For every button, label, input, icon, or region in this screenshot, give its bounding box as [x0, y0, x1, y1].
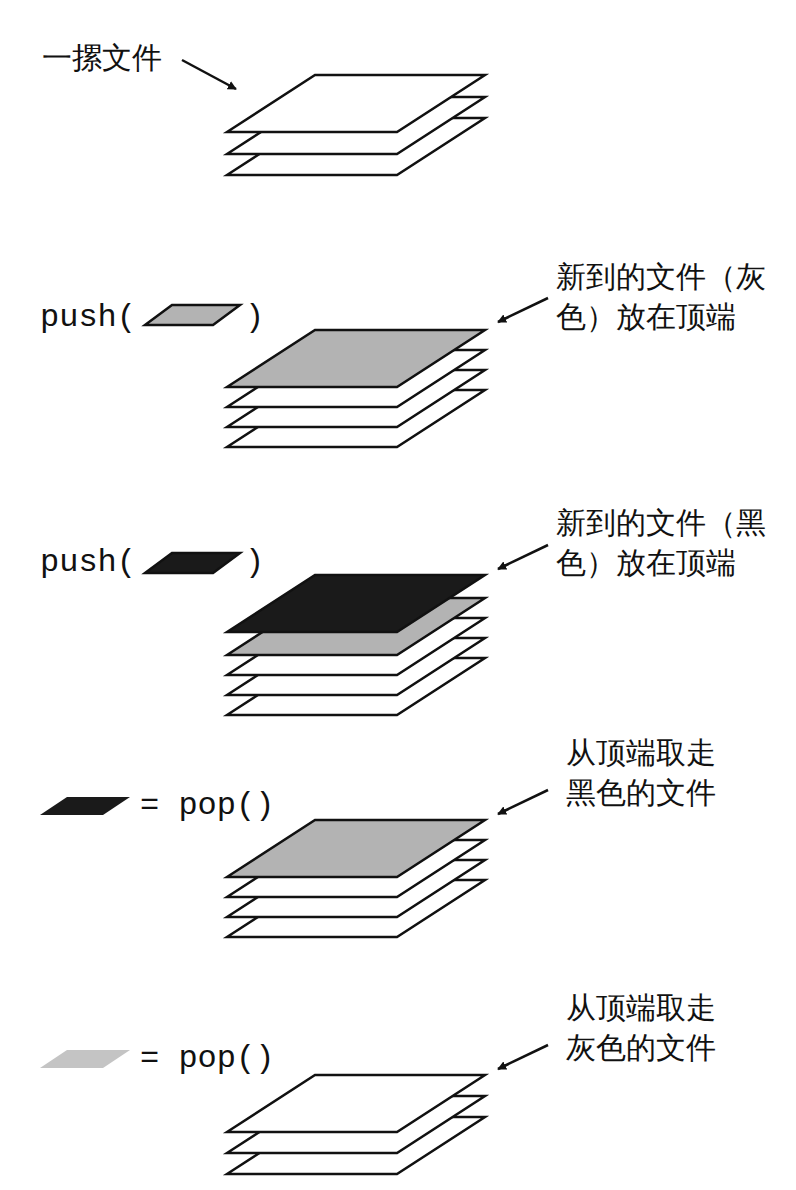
paper-sheet: [227, 1075, 485, 1132]
black-sheet: [227, 575, 485, 632]
leader-arrow: [498, 545, 548, 569]
note-text: 从顶端取走黑色的文件: [566, 733, 722, 813]
black-sheet-icon: [40, 797, 130, 815]
note-text: 新到的文件（灰色）放在顶端: [556, 257, 772, 337]
paper-sheet: [227, 75, 485, 132]
code-text: push(: [40, 298, 136, 338]
code-text: = pop(): [140, 786, 274, 826]
note-text: 从顶端取走灰色的文件: [566, 988, 722, 1068]
code-text: ): [245, 543, 264, 583]
leader-arrow: [498, 298, 548, 322]
note-text: 新到的文件（黑色）放在顶端: [556, 503, 772, 583]
gray-sheet-icon: [145, 305, 240, 325]
black-sheet-icon: [145, 553, 240, 573]
leader-arrow: [498, 790, 548, 814]
stack-caption: 一摞文件: [42, 38, 162, 78]
code-text: = pop(): [140, 1039, 274, 1079]
gray-sheet: [227, 820, 485, 877]
code-text: ): [245, 298, 264, 338]
leader-arrow: [498, 1045, 548, 1069]
gray-sheet: [227, 330, 485, 387]
code-text: push(: [40, 543, 136, 583]
leader-arrow: [182, 60, 236, 89]
gray-sheet-icon: [40, 1050, 130, 1068]
